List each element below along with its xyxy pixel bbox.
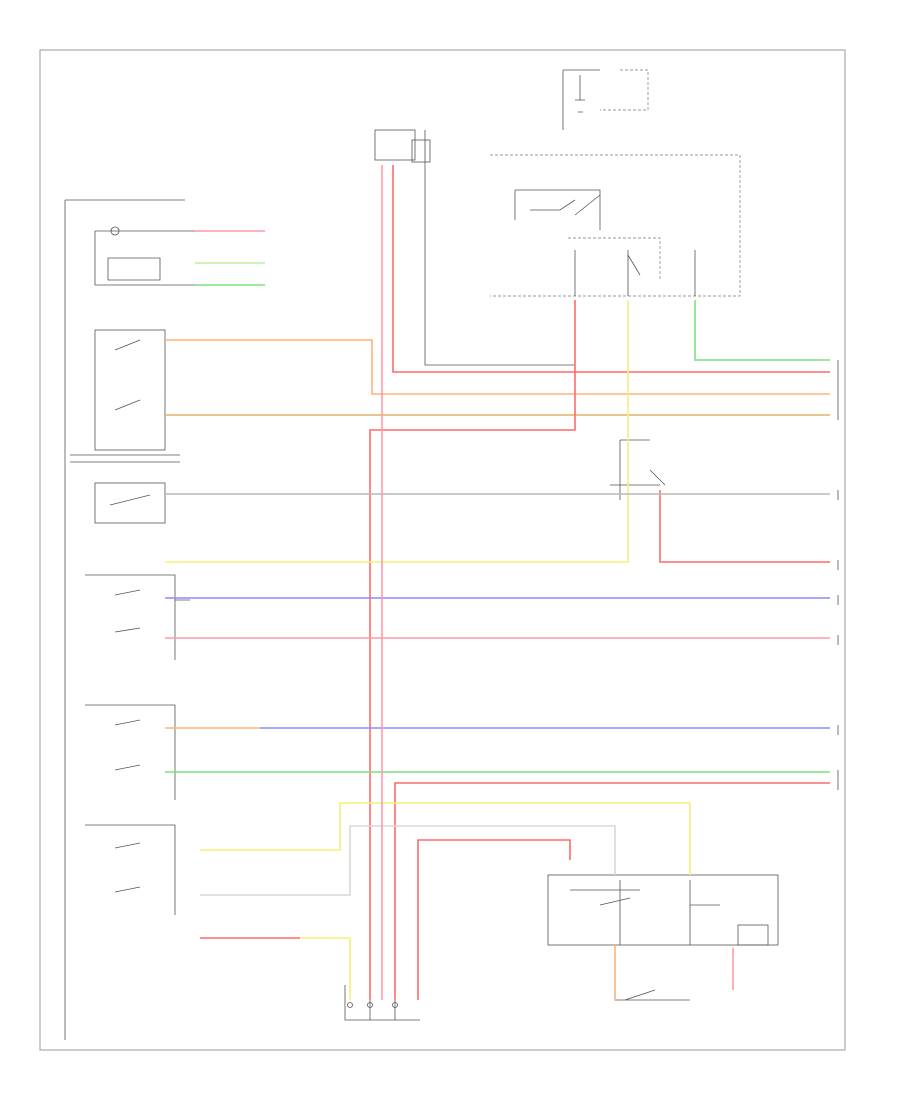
wire-yellow xyxy=(300,937,351,1000)
wires-layer xyxy=(165,165,830,1000)
diagram-frame xyxy=(39,49,846,1051)
wire-red xyxy=(392,165,830,373)
wire-yellow xyxy=(165,300,629,563)
wire-red xyxy=(369,300,576,1000)
wire-orange xyxy=(165,339,830,395)
wire-red xyxy=(417,839,571,1000)
wire-lightgray xyxy=(200,825,616,896)
wire-yellow xyxy=(200,802,691,875)
top-fuse-block xyxy=(374,69,649,366)
center-junction xyxy=(610,439,666,500)
wire-red xyxy=(659,490,830,563)
upper-right-module xyxy=(490,154,741,297)
lower-right-module xyxy=(547,874,779,1001)
left-switch-assembly xyxy=(64,199,195,1040)
wire-red xyxy=(394,782,830,1000)
wire-green xyxy=(694,300,830,361)
